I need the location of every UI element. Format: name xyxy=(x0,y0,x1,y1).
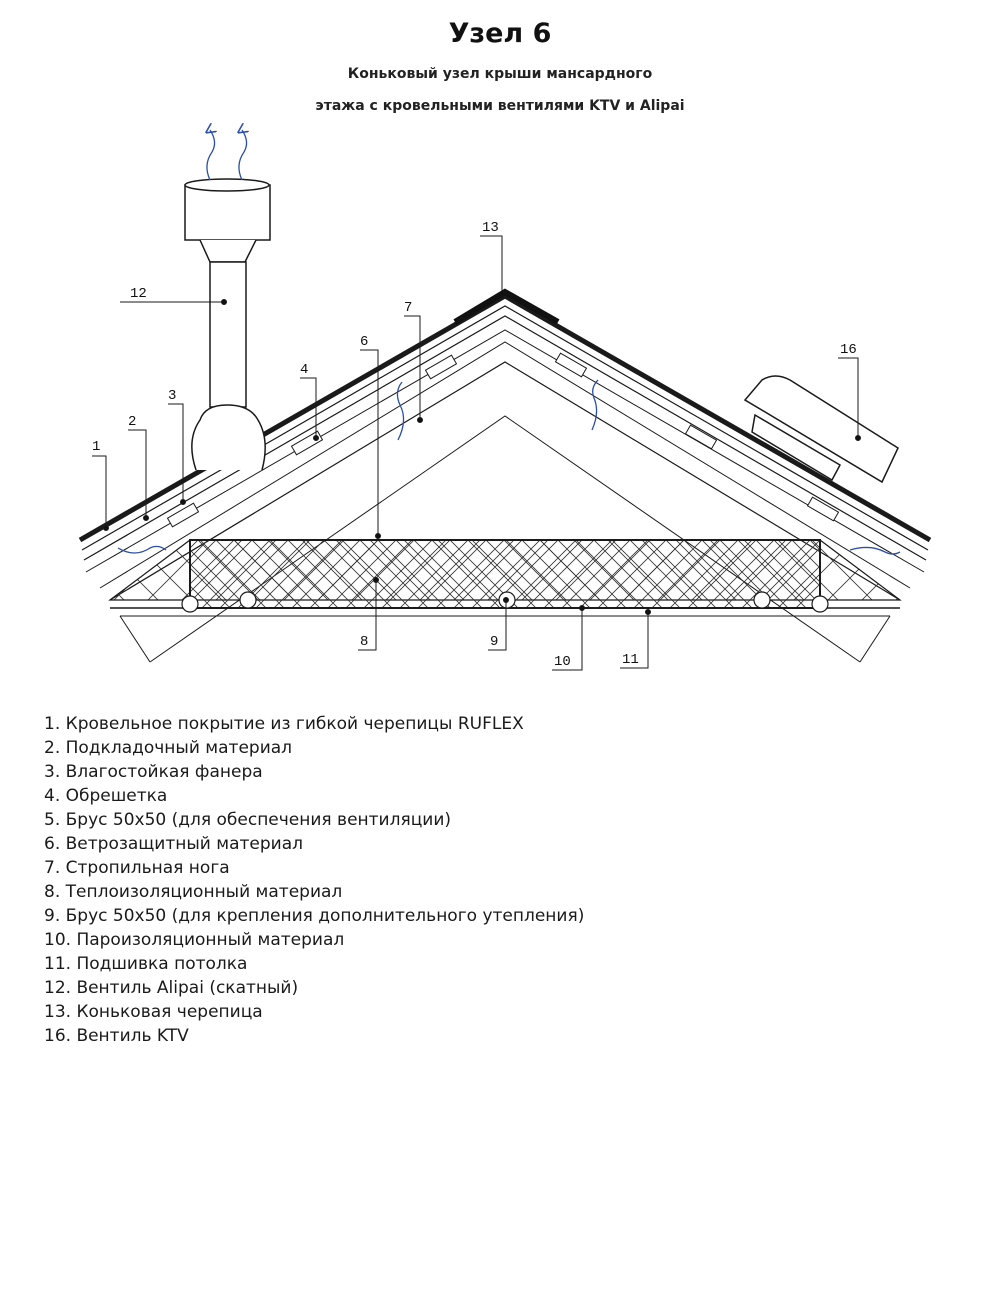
timber-beams xyxy=(181,591,829,613)
legend-item: 2. Подкладочный материал xyxy=(44,738,293,758)
legend-item: 7. Стропильная нога xyxy=(44,858,230,878)
callout-6: 6 xyxy=(360,334,368,350)
ridge-node-diagram: 1 2 3 4 6 7 8 9 10 11 12 13 16 xyxy=(78,0,932,671)
legend-list: 1. Кровельное покрытие из гибкой черепиц… xyxy=(44,712,584,1048)
callout-16: 16 xyxy=(840,342,857,358)
callout-8: 8 xyxy=(360,634,368,650)
callout-2: 2 xyxy=(128,414,136,430)
airflow-arrows xyxy=(117,130,901,555)
callout-12: 12 xyxy=(130,286,147,302)
legend-item: 10. Пароизоляционный материал xyxy=(44,930,345,950)
leader-lines xyxy=(92,235,861,671)
callout-1: 1 xyxy=(92,439,100,455)
callout-3: 3 xyxy=(168,388,176,404)
callout-9: 9 xyxy=(490,634,498,650)
battens xyxy=(166,352,840,528)
alipai-vent xyxy=(184,178,271,471)
insulation-block xyxy=(108,539,902,663)
callout-10: 10 xyxy=(554,654,571,670)
callout-4: 4 xyxy=(300,362,308,378)
page-title: Узел 6 xyxy=(448,18,552,49)
legend-item: 9. Брус 50х50 (для крепления дополнитель… xyxy=(44,906,585,926)
legend-item: 3. Влагостойкая фанера xyxy=(44,762,263,782)
callout-numbers: 1 2 3 4 6 7 8 9 10 11 12 13 16 xyxy=(92,220,857,670)
legend-item: 5. Брус 50х50 (для обеспечения вентиляци… xyxy=(44,810,451,830)
ktv-vent xyxy=(743,375,899,484)
legend-item: 4. Обрешетка xyxy=(44,786,168,806)
legend-item: 11. Подшивка потолка xyxy=(44,954,248,974)
legend-item: 13. Коньковая черепица xyxy=(44,1002,263,1022)
subtitle-line-1: Коньковый узел крыши мансардного xyxy=(347,66,653,82)
ridge-tile xyxy=(453,288,560,325)
legend-item: 1. Кровельное покрытие из гибкой черепиц… xyxy=(44,714,524,734)
subtitle-line-2: этажа с кровельными вентилями KTV и Alip… xyxy=(315,98,685,114)
legend-item: 8. Теплоизоляционный материал xyxy=(44,882,343,902)
callout-13: 13 xyxy=(482,220,499,236)
legend-item: 12. Вентиль Alipai (скатный) xyxy=(44,978,299,998)
callout-11: 11 xyxy=(622,652,639,668)
callout-7: 7 xyxy=(404,300,412,316)
legend-item: 16. Вентиль KTV xyxy=(44,1026,189,1046)
legend-item: 6. Ветрозащитный материал xyxy=(44,834,303,854)
